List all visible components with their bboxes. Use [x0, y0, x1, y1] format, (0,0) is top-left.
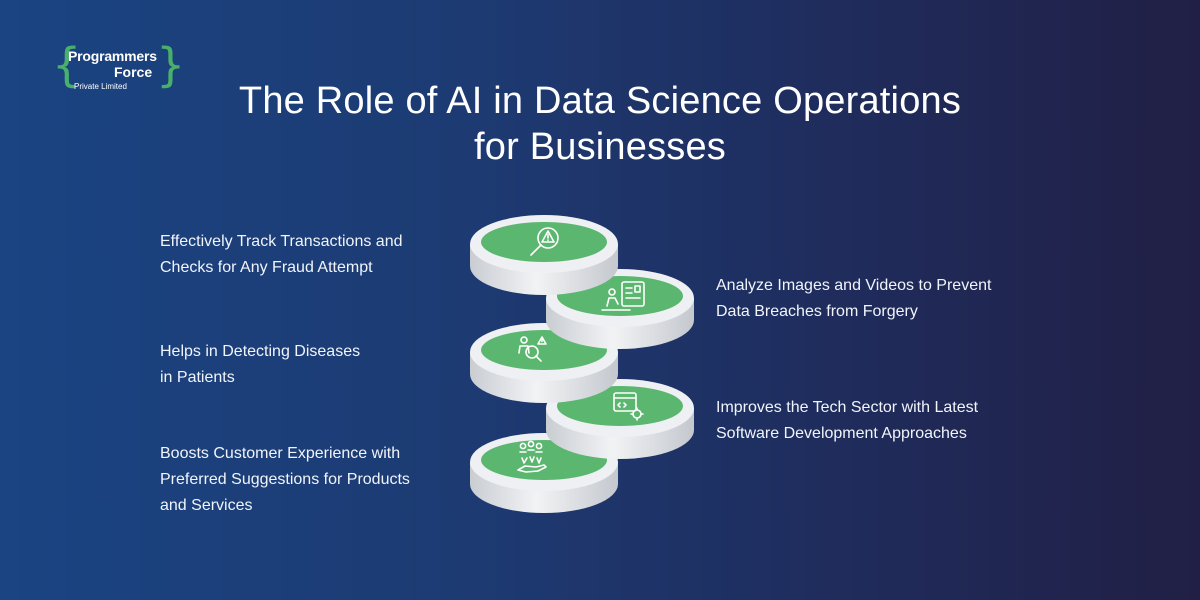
image-analysis-icon [601, 281, 645, 311]
item-disease-detection: Helps in Detecting Diseases in Patients [160, 339, 360, 391]
disk-fraud [470, 215, 618, 295]
company-logo: { Programmers Force Private Limited } [52, 40, 185, 94]
item-text-line: in Patients [160, 369, 235, 386]
item-text-line: Effectively Track Transactions and [160, 233, 403, 250]
logo-text-line3: Private Limited [74, 82, 127, 91]
disease-detection-icon [518, 336, 547, 362]
customer-hand-icon [517, 440, 547, 473]
logo-text-line1: Programmers [68, 48, 157, 64]
item-text-line: Improves the Tech Sector with Latest [716, 399, 979, 416]
item-image-analysis: Analyze Images and Videos to Prevent Dat… [716, 273, 991, 325]
title-line-1: The Role of AI in Data Science Operation… [238, 80, 962, 122]
title-line-2: for Businesses [473, 126, 727, 168]
item-text-line: Data Breaches from Forgery [716, 303, 918, 320]
page-title: The Role of AI in Data Science Operation… [0, 78, 1200, 170]
item-text-line: Software Development Approaches [716, 425, 967, 442]
item-text-line: and Services [160, 497, 253, 514]
item-text-line: Helps in Detecting Diseases [160, 343, 361, 360]
item-text-line: Analyze Images and Videos to Prevent [716, 277, 992, 294]
item-customer-experience: Boosts Customer Experience with Preferre… [160, 441, 410, 519]
code-gear-icon [613, 392, 644, 421]
item-text-line: Boosts Customer Experience with [160, 445, 401, 462]
item-text-line: Preferred Suggestions for Products [160, 471, 410, 488]
logo-text-line2: Force [114, 64, 153, 80]
logo-brace-close: } [156, 38, 186, 92]
item-text-line: Checks for Any Fraud Attempt [160, 259, 373, 276]
logo-brace-open: { [52, 38, 82, 92]
disk-image-analysis [546, 269, 694, 349]
item-tech-sector: Improves the Tech Sector with Latest Sof… [716, 395, 978, 447]
item-fraud-tracking: Effectively Track Transactions and Check… [160, 229, 402, 281]
fraud-search-icon [530, 227, 559, 256]
